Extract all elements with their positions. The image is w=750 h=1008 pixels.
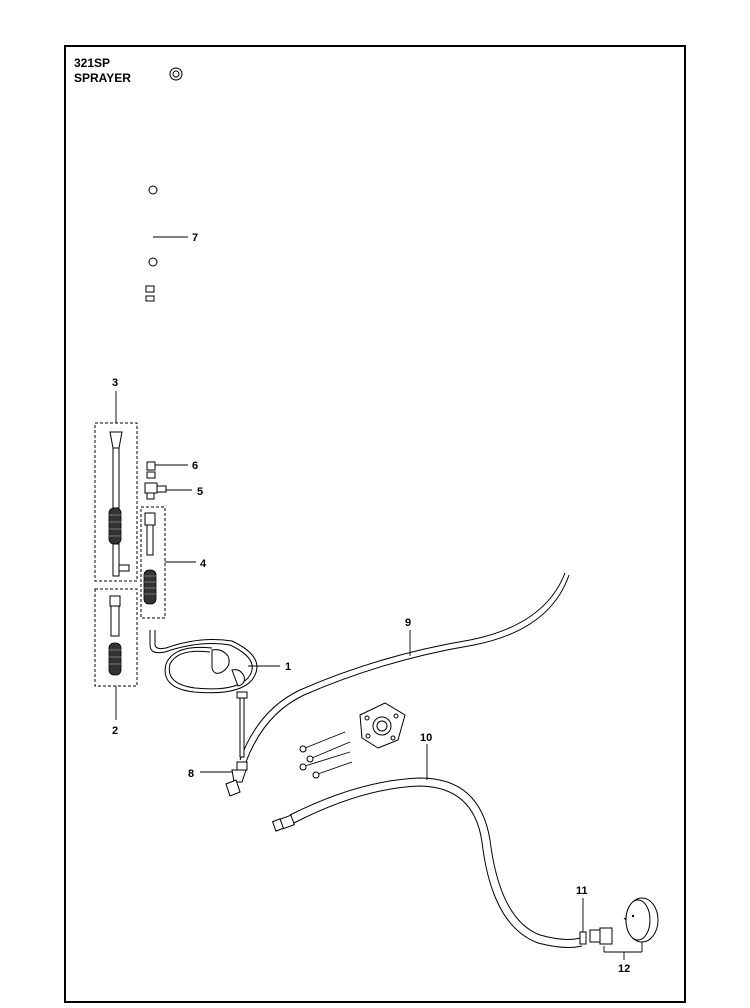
callout-10: 10: [420, 732, 432, 744]
part-6-connector: [146, 461, 156, 479]
callout-12: 12: [618, 963, 630, 975]
callout-9: 9: [405, 617, 411, 629]
part-5-valve: [144, 482, 167, 500]
callout-7: 7: [192, 232, 198, 244]
part-10-suction-hose: [271, 777, 583, 948]
part-3-lance-assembly: [94, 422, 138, 582]
leader-lines: [115, 236, 643, 960]
part-7-lance-tube: [145, 67, 183, 470]
callout-3: 3: [112, 377, 118, 389]
callout-8: 8: [188, 768, 194, 780]
part-1-coiled-hose: [149, 630, 258, 694]
callout-11: 11: [576, 885, 588, 897]
part-9-hose: [239, 572, 570, 763]
callout-2: 2: [112, 725, 118, 737]
diagram-title: SPRAYER: [74, 71, 131, 85]
callout-4: 4: [200, 558, 207, 570]
model-title: 321SP: [74, 56, 111, 70]
part-2-handle-assembly: [94, 588, 138, 687]
pump-housing: [299, 702, 406, 779]
part-12-strainer: [589, 897, 659, 945]
callout-6: 6: [192, 460, 198, 472]
part-11-clamp: [579, 931, 587, 945]
callout-5: 5: [197, 486, 203, 498]
diagram-frame: [64, 45, 686, 1003]
part-4-handle-assembly: [140, 506, 166, 619]
part-8-fitting: [225, 691, 248, 797]
callout-1: 1: [285, 661, 291, 673]
